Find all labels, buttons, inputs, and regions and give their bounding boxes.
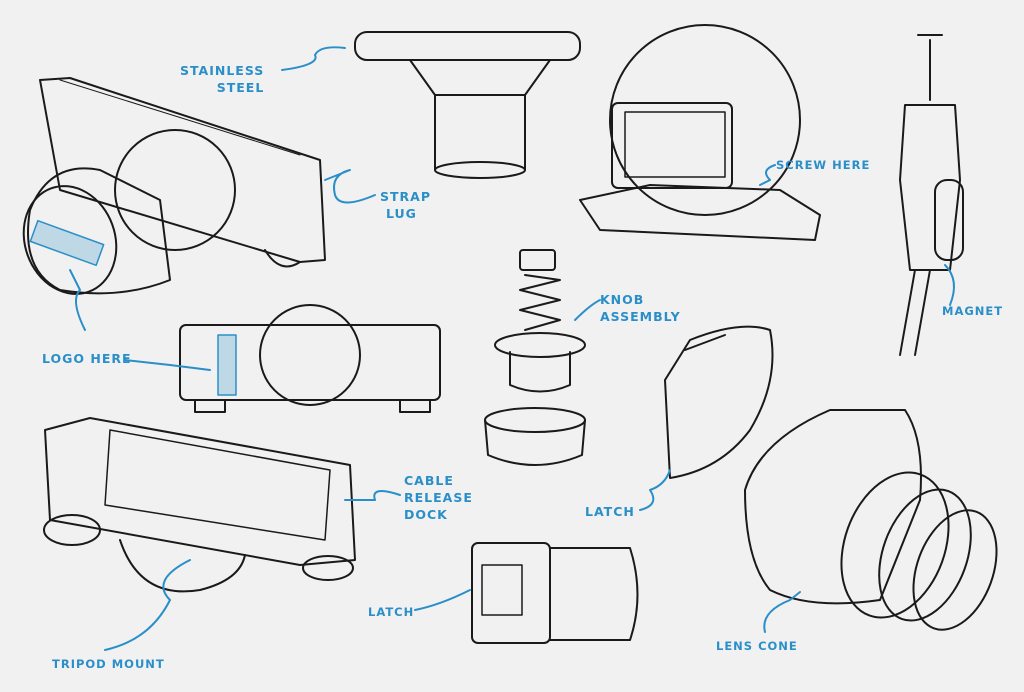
label-cable-release-dock: CABLE RELEASE DOCK <box>404 472 473 523</box>
label-magnet: MAGNET <box>942 304 1004 318</box>
label-lens-cone: LENS CONE <box>716 639 798 653</box>
label-line: DOCK <box>404 507 448 522</box>
annotation-leaders <box>69 46 955 651</box>
latch-sketch <box>664 325 774 479</box>
label-line: STAINLESS <box>180 63 265 78</box>
label-line: RELEASE <box>404 490 473 505</box>
label-tripod-mount: TRIPOD MOUNT <box>52 657 165 671</box>
label-line: STRAP <box>380 189 431 204</box>
latch-bottom-sketch <box>471 542 639 644</box>
label-stainless-steel: STAINLESS STEEL <box>180 62 264 96</box>
label-line: CABLE <box>404 473 454 488</box>
stainless-part-sketch <box>354 31 581 179</box>
label-line: KNOB <box>600 292 645 307</box>
side-view-sketch <box>179 304 441 413</box>
label-knob-assembly: KNOB ASSEMBLY <box>600 291 681 325</box>
label-line: ASSEMBLY <box>600 309 681 324</box>
label-strap-lug: STRAP LUG <box>380 188 431 222</box>
label-line: STEEL <box>216 80 265 95</box>
label-logo-here: LOGO HERE <box>42 351 132 366</box>
camera-body-sketch <box>22 77 326 295</box>
label-latch-right: LATCH <box>585 504 635 519</box>
bottom-view-sketch <box>43 417 356 593</box>
label-screw-here: SCREW HERE <box>776 158 871 172</box>
lens-cone-sketch <box>744 409 998 631</box>
label-line: LUG <box>386 206 417 221</box>
label-latch-bottom: LATCH <box>368 605 415 619</box>
round-housing-sketch <box>579 24 821 241</box>
knob-assembly-sketch <box>484 249 586 466</box>
